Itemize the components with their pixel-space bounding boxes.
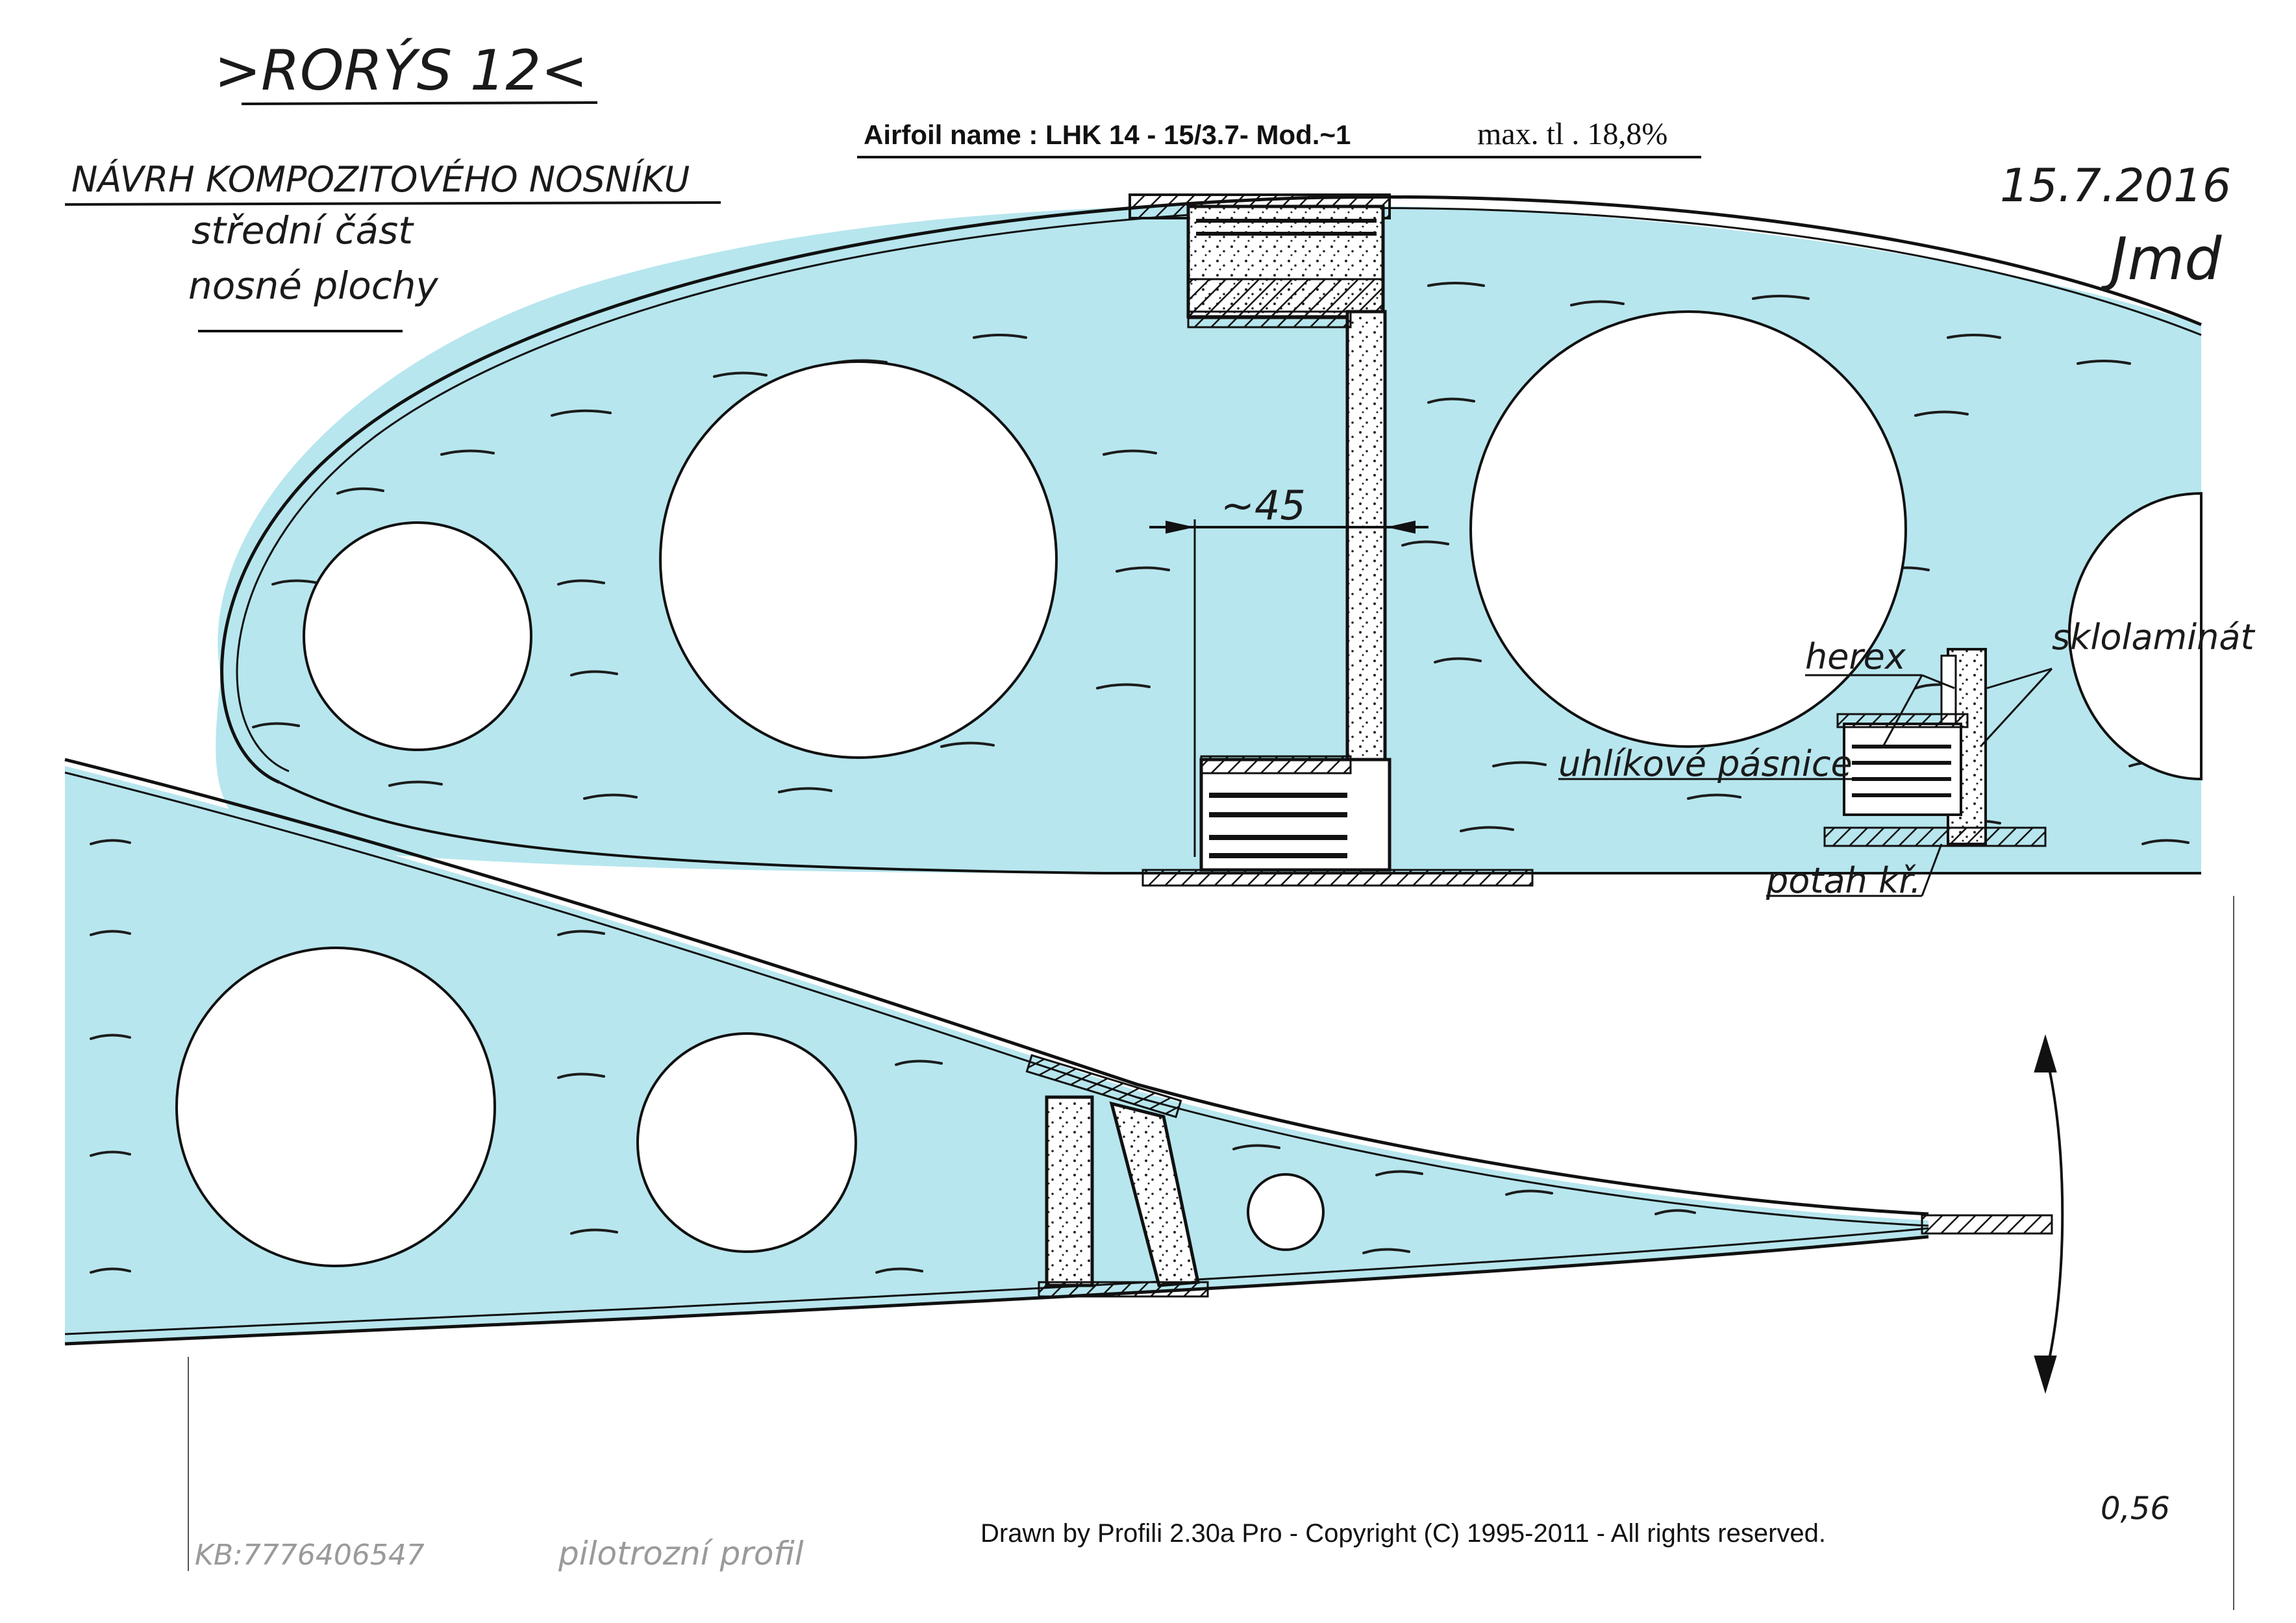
rear-spar-hatch [1836, 713, 1969, 728]
lower-hand-strokes [90, 839, 1696, 1274]
note-line-2: nosné plochy [188, 264, 438, 308]
spar-bottom-flange-hatch [1200, 755, 1352, 774]
upper-airfoil-outline-inner [236, 207, 2202, 773]
lower-airfoil-fill [65, 766, 1928, 1344]
upper-hole-large-right [1469, 310, 1907, 748]
lower-airfoil-lower-skin-outer [64, 1235, 1929, 1346]
spar-bottom-laminate [1209, 793, 1347, 858]
upper-airfoil-outline-outer [220, 195, 2202, 784]
lower-spar-left [1045, 1095, 1094, 1287]
title-underline [241, 101, 598, 105]
lower-airfoil-upper-skin-outer [64, 758, 1929, 1216]
footer: Drawn by Profili 2.30a Pro - Copyright (… [195, 1491, 2170, 1572]
lower-spar-hatch-bottom [1038, 1281, 1209, 1298]
lower-hole-large [175, 947, 496, 1267]
spar-top-laminate [1196, 219, 1377, 236]
note-line-1: střední část [192, 208, 414, 253]
lower-airfoil-lower-skin-inner [64, 1227, 1929, 1335]
trailing-edge-tip [1921, 1214, 2053, 1235]
rear-spar-detail [1823, 648, 2047, 847]
upper-hole-partial [2067, 491, 2202, 781]
lower-hole-medium [636, 1032, 857, 1253]
scale-note: 0,56 [2101, 1491, 2170, 1527]
drawing-code: KB:7776406547 [195, 1539, 425, 1572]
rear-spar-carbon-caps [1843, 723, 1962, 816]
deflection-arrow [2034, 1034, 2064, 1394]
author-signature: Jmd [2101, 225, 2222, 293]
lower-spar-hatch-top [1025, 1054, 1182, 1119]
profile-stamp: pilotrozní profil [558, 1535, 804, 1572]
callout-herex: herex [1805, 636, 1906, 677]
dimension-label: ~45 [1221, 482, 1306, 529]
lower-airfoil-section [64, 758, 2064, 1394]
airfoil-name: Airfoil name : LHK 14 - 15/3.7- Mod.~1 [864, 119, 1351, 150]
upper-airfoil-lower-skin [279, 781, 2201, 874]
upper-airfoil-section: ~45 herex sklo [216, 193, 2255, 901]
max-thickness: max. tl . 18,8% [1477, 117, 1667, 151]
rear-spar-carbon-lines [1852, 745, 1951, 797]
rear-spar-bottom-hatch [1823, 826, 2047, 847]
spar-bottom-cap-hatch [1142, 869, 1534, 887]
header: >RORÝS 12< NÁVRH KOMPOZITOVÉHO NOSNÍKU s… [64, 38, 2231, 332]
spar-web-joint-top [1187, 310, 1352, 328]
drawing-date: 15.7.2016 [2000, 159, 2231, 212]
software-credit: Drawn by Profili 2.30a Pro - Copyright (… [980, 1519, 1826, 1548]
callout-potah: potah kř. [1766, 860, 1921, 901]
upper-hole-small [303, 521, 532, 751]
callout-leaders [1558, 667, 2053, 897]
page-title: >RORÝS 12< [214, 38, 588, 103]
main-spar [1129, 193, 1534, 887]
callout-sklolaminat: sklolaminát [2052, 617, 2255, 658]
dimension-spar-width: ~45 [1149, 482, 1429, 857]
lower-hole-small [1247, 1173, 1325, 1251]
subtitle-underline [64, 201, 721, 206]
callout-uhlikove-pasnice: uhlíkové pásnice [1558, 743, 1853, 784]
upper-hole-large-left [659, 360, 1058, 759]
design-subtitle: NÁVRH KOMPOZITOVÉHO NOSNÍKU [71, 159, 690, 200]
